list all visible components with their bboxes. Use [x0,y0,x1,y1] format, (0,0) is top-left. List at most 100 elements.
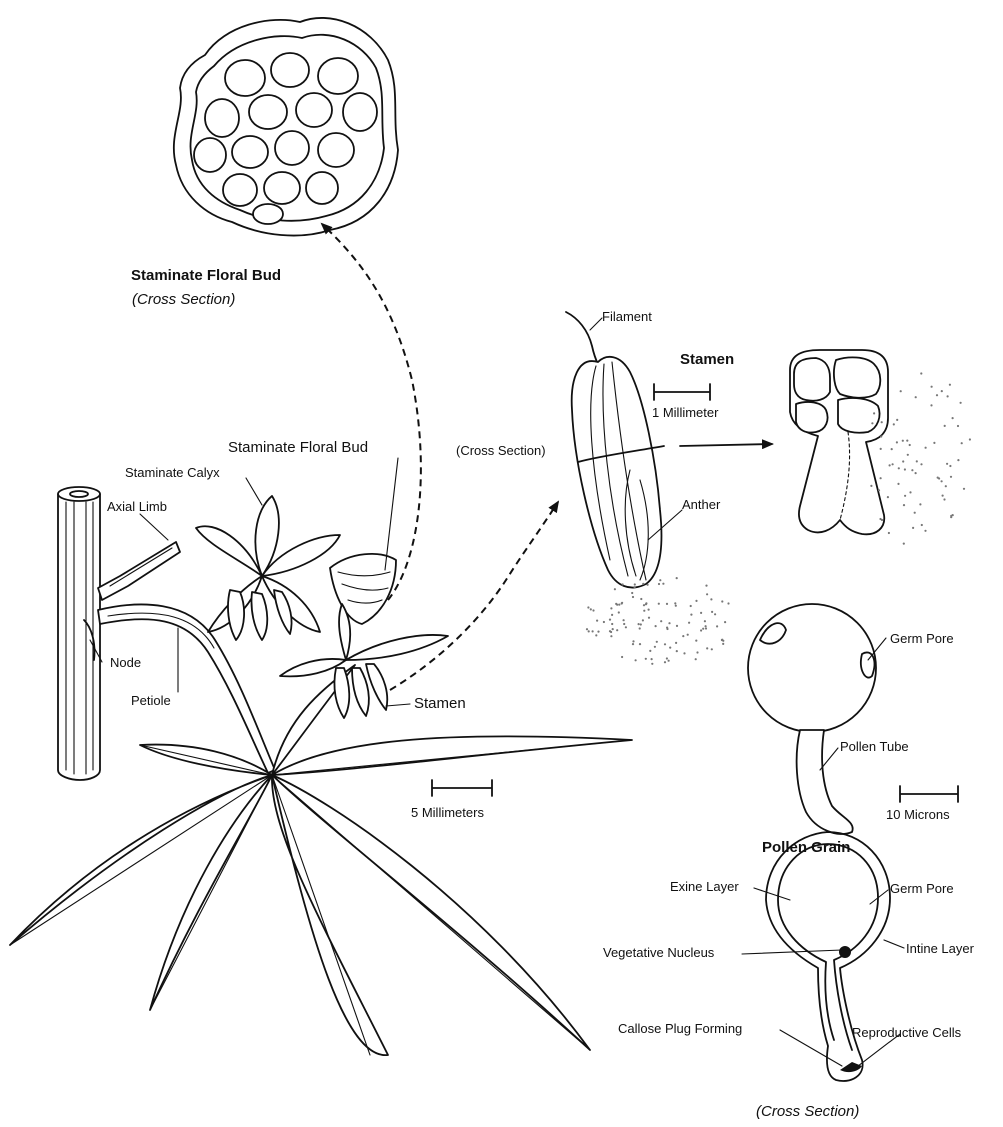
pollen-dot [898,467,900,469]
pollen-dot [688,622,690,624]
pollen-dot [716,625,718,627]
pollen-dot [649,650,651,652]
pollen-dot [903,504,905,506]
pollen-dot [920,463,922,465]
pollen-dot [669,647,671,649]
scale-bar-10um [900,786,958,802]
pollen-dot [704,620,706,622]
pollen-dot [912,527,914,529]
pollen-dot [658,583,660,585]
pollen-dot [664,643,666,645]
pollen-dot [711,611,713,613]
pollen-dot [969,438,971,440]
pollen-dot [687,634,689,636]
pollen-dot [623,619,625,621]
pollen-dot [695,658,697,660]
germ-pore-label-1: Germ Pore [890,632,954,645]
calyx-flower [196,496,340,640]
pollen-dot [881,421,883,423]
scale-bar-1mm [654,384,710,400]
pollen-dot [945,485,947,487]
scale-bar-5mm [432,780,492,796]
pollen-dot [664,661,666,663]
germ-pore-label-2: Germ Pore [890,882,954,895]
pollen-dot [648,609,650,611]
pollen-dot [655,625,657,627]
pollen-dot [595,634,597,636]
pollen-dot [960,402,962,404]
vegetative-nucleus-label: Vegetative Nucleus [603,946,714,959]
pollen-dot [610,635,612,637]
stamen-drawing [566,312,664,588]
pollen-dot [682,635,684,637]
pollen-dot [705,585,707,587]
pollen-dot [642,619,644,621]
pollen-dot [623,623,625,625]
pollen-dot [904,495,906,497]
pollen-dot [642,583,644,585]
pollen-dot [870,485,872,487]
pollen-cross-section-subtitle: (Cross Section) [756,1104,859,1119]
node-label: Node [110,656,141,669]
pollen-dot [880,448,882,450]
pollen-dot [946,463,948,465]
pollen-dot [903,543,905,545]
pollen-dot [588,630,590,632]
pollen-dot [603,621,605,623]
staminate-calyx-label: Staminate Calyx [125,466,220,479]
pollen-dot [916,460,918,462]
pollen-dot [634,583,636,585]
pollen-cross-section [766,832,890,1081]
pollen-grain-drawing [748,604,876,834]
pollen-dot [892,463,894,465]
pollen-dot [706,593,708,595]
pollen-dot [660,620,662,622]
pollen-dot [639,627,641,629]
intine-layer-label: Intine Layer [906,942,974,955]
pollen-dot [947,395,949,397]
pollen-dot [921,524,923,526]
anther-label: Anther [682,498,720,511]
cross-section-inline-label: (Cross Section) [456,444,546,457]
pollen-dot [902,440,904,442]
pollen-dot [643,610,645,612]
pollen-dot [963,488,965,490]
arrow-bud-to-cross-section [322,224,421,600]
arrow-stamen-to-anther-section [680,444,772,446]
pollen-dot [676,650,678,652]
pollen-dot [714,613,716,615]
pollen-dot [881,519,883,521]
pollen-dot [889,464,891,466]
scale-5mm-label: 5 Millimeters [411,806,484,819]
pollen-dot [952,417,954,419]
pollen-dot [640,598,642,600]
pollen-tube-label: Pollen Tube [840,740,909,753]
pollen-dot [924,530,926,532]
pollen-dot [705,627,707,629]
pollen-dot [911,469,913,471]
bud-cross-section-title: Staminate Floral Bud [131,268,281,283]
pollen-dot [902,460,904,462]
pollen-dot [662,583,664,585]
pollen-dot [666,603,668,605]
pollen-dot [621,602,623,604]
pollen-dot [592,630,594,632]
pollen-dot [943,498,945,500]
pollen-dot [727,602,729,604]
pollen-dot [907,454,909,456]
pollen-dot [611,614,613,616]
pollen-dot [640,623,642,625]
pollen-dot [612,628,614,630]
pollen-dot [957,459,959,461]
exine-layer-label: Exine Layer [670,880,739,893]
pollen-dot [676,625,678,627]
pollen-dot [610,607,612,609]
pollen-dot [871,422,873,424]
pollen-dot [919,503,921,505]
pollen-dot [695,600,697,602]
pollen-dot [949,384,951,386]
pollen-dot [676,577,678,579]
pollen-dot [621,656,623,658]
stamen-title: Stamen [680,352,734,367]
